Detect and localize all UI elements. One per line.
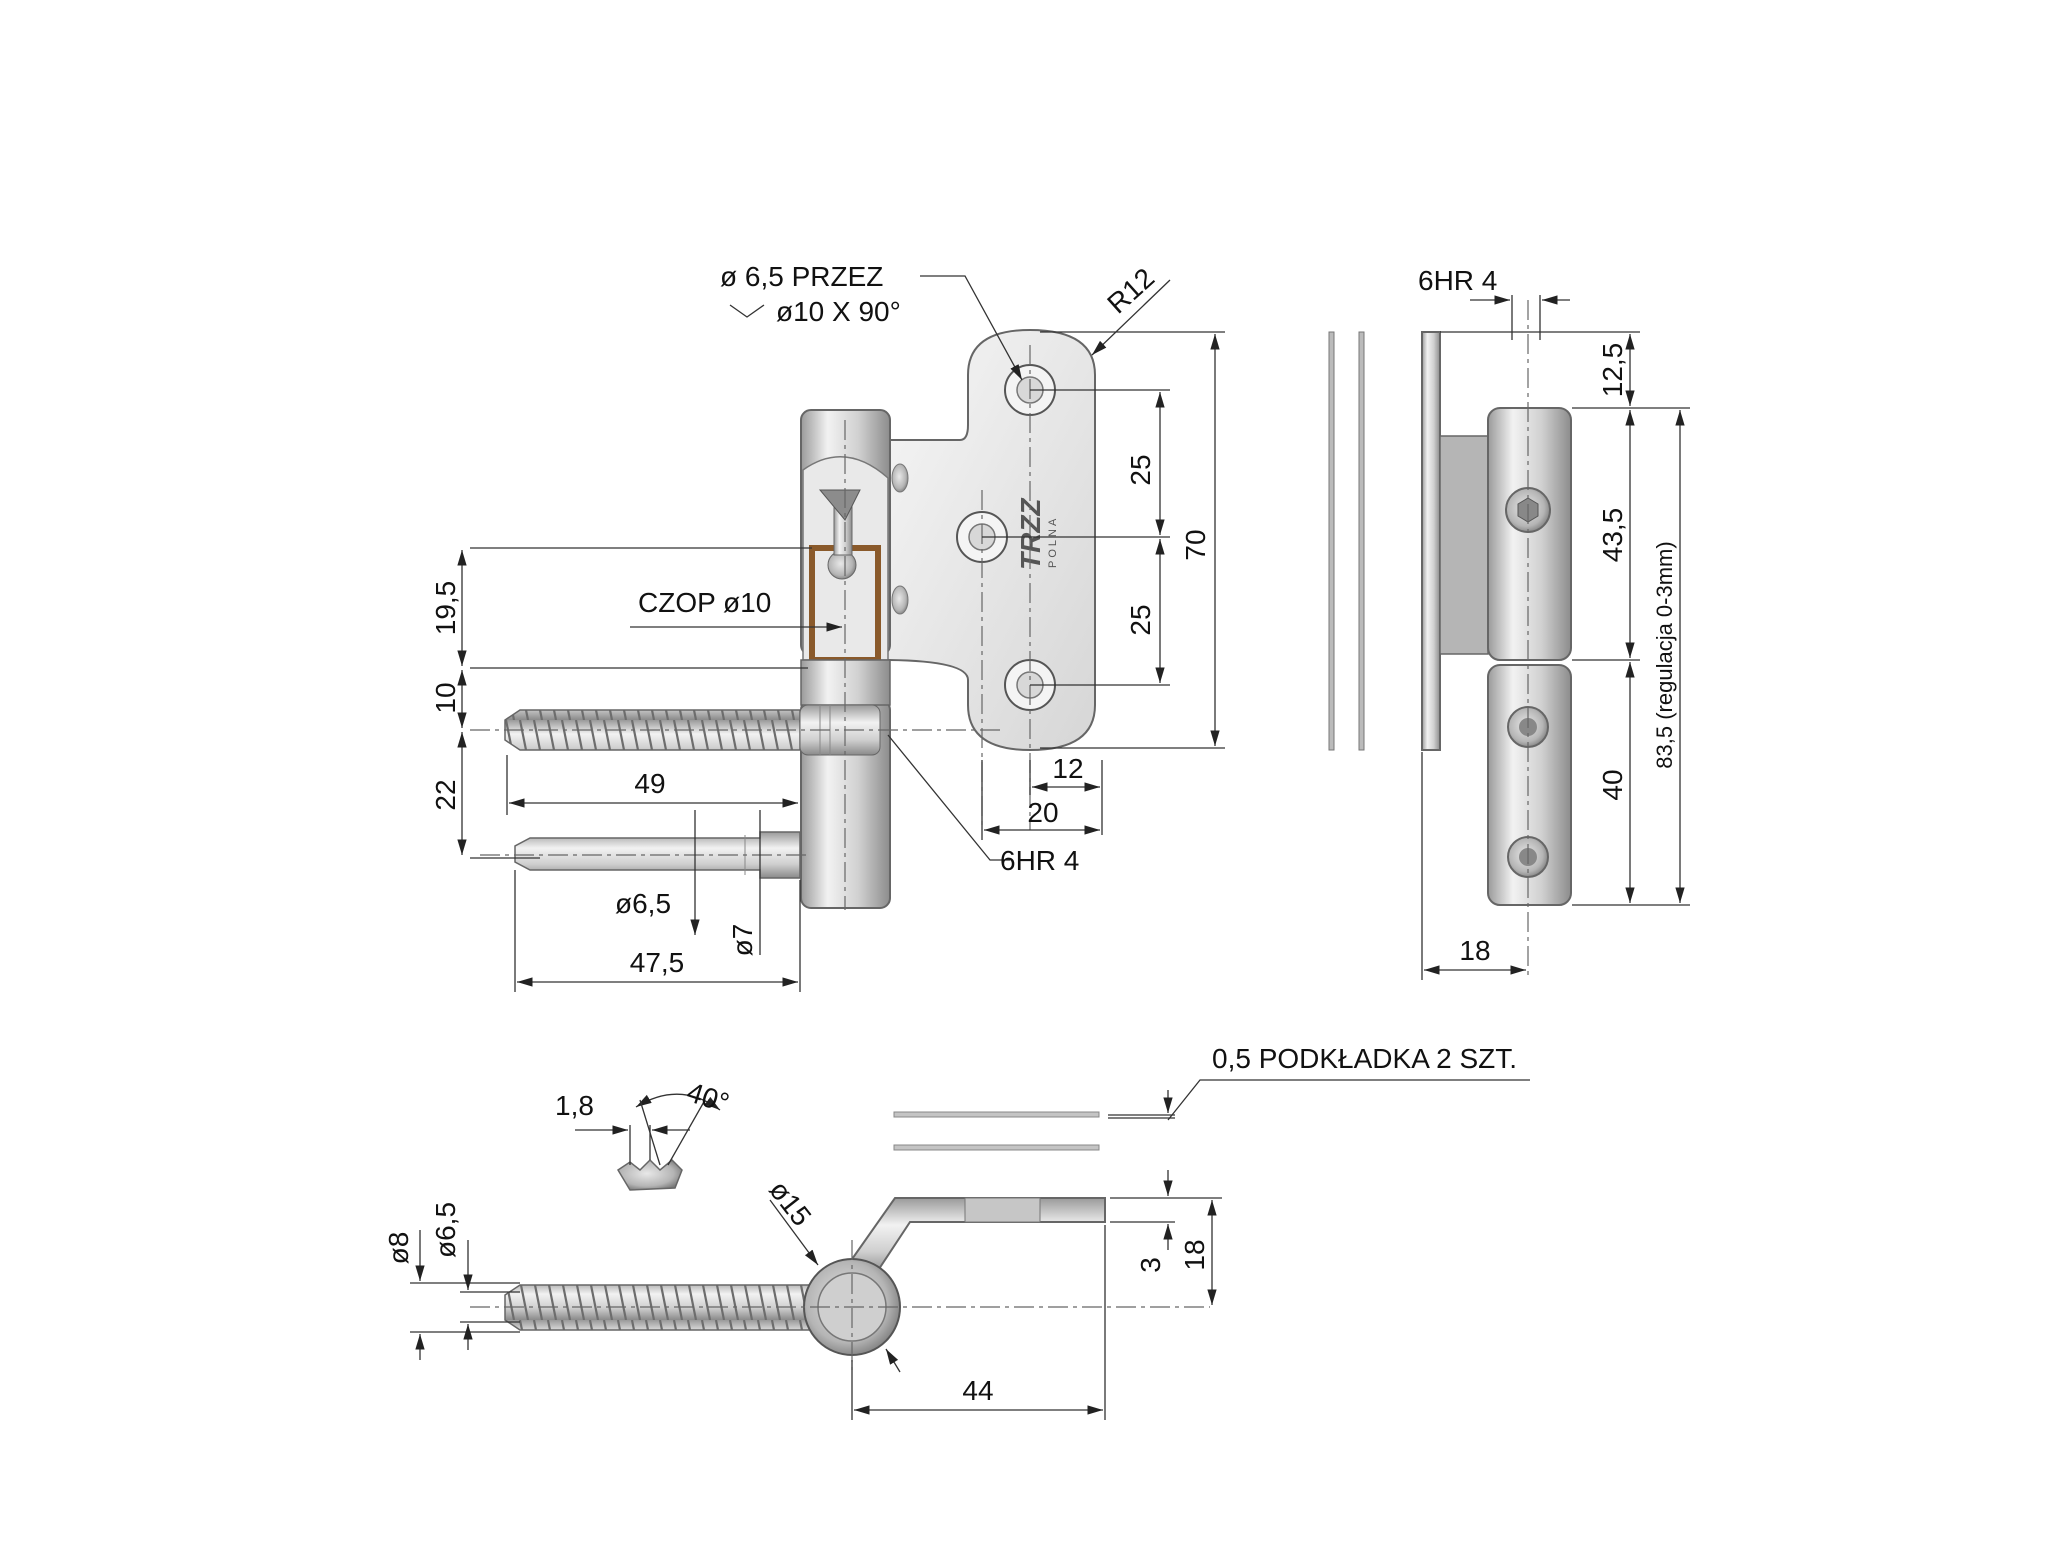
dim-dia-15: ø15: [763, 1175, 817, 1232]
dim-40: 40: [1597, 769, 1628, 800]
dim-25-bottom: 25: [1125, 604, 1156, 635]
hex-key-front-label: 6HR 4: [1000, 845, 1079, 876]
dim-47-5: 47,5: [630, 947, 685, 978]
dim-12: 12: [1052, 753, 1083, 784]
hex-key-side-label: 6HR 4: [1418, 265, 1497, 296]
dim-dia-6-5: ø6,5: [615, 888, 671, 919]
washer-label: 0,5 PODKŁADKA 2 SZT.: [1212, 1043, 1517, 1074]
washer-side-view: [1328, 331, 1365, 751]
dim-dia-8: ø8: [383, 1232, 414, 1265]
countersink-spec-label: ø10 X 90°: [776, 296, 901, 327]
dim-70: 70: [1180, 529, 1211, 560]
adjustment-label: 83,5 (regulacja 0-3mm): [1652, 541, 1677, 768]
dim-43-5: 43,5: [1597, 508, 1628, 563]
dim-18-bottom: 18: [1179, 1239, 1210, 1270]
dim-44: 44: [962, 1375, 993, 1406]
dim-49: 49: [634, 768, 665, 799]
dim-25-top: 25: [1125, 454, 1156, 485]
dim-19-5: 19,5: [430, 581, 461, 636]
dim-1-8: 1,8: [555, 1090, 594, 1121]
radius-label: R12: [1101, 262, 1160, 319]
dim-10: 10: [430, 682, 461, 713]
thread-detail: 1,8 40°: [555, 1076, 733, 1191]
washer-top-view: 0,5 PODKŁADKA 2 SZT.: [893, 1043, 1530, 1151]
side-view: 12,5 43,5 40 83,5 (regulacja 0-3mm) 6HR …: [1418, 265, 1690, 980]
dim-3: 3: [1135, 1257, 1166, 1273]
side-barrel-upper: [1487, 407, 1572, 661]
dim-12-5: 12,5: [1597, 343, 1628, 398]
svg-text:POLNA: POLNA: [1047, 516, 1059, 568]
dim-40-degrees: 40°: [683, 1076, 733, 1119]
dim-dia-6-5-bottom: ø6,5: [430, 1202, 461, 1258]
front-view: TRZZ POLNA 2: [430, 261, 1225, 992]
dim-18-side: 18: [1459, 935, 1490, 966]
dim-22: 22: [430, 779, 461, 810]
bottom-view: ø15 ø8 ø6,5 3 18 44: [383, 1170, 1222, 1420]
dim-dia-7: ø7: [727, 924, 758, 957]
side-leaf: [1421, 331, 1441, 751]
dim-20: 20: [1027, 797, 1058, 828]
hole-spec-label: ø 6,5 PRZEZ: [720, 261, 883, 292]
pin-label: CZOP ø10: [638, 587, 771, 618]
